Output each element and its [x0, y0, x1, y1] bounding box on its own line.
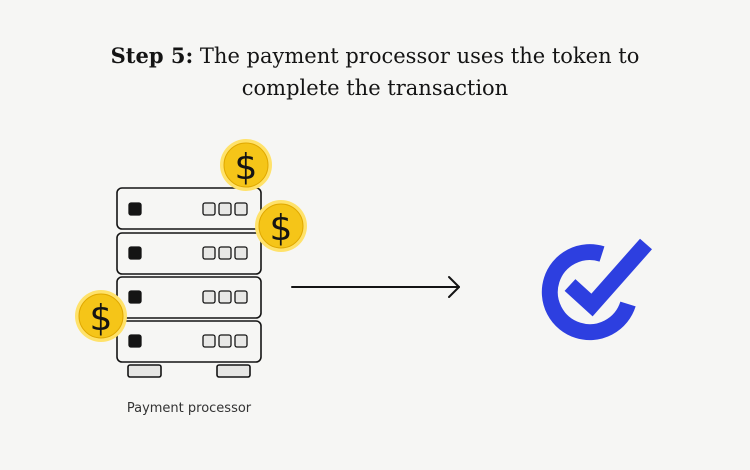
- title-line-2: complete the transaction: [241, 76, 509, 100]
- server-slot: [234, 334, 248, 348]
- diagram-title: Step 5: The payment processor uses the t…: [0, 40, 750, 104]
- server-rack-icon: [116, 187, 262, 378]
- server-unit: [116, 320, 262, 363]
- coin-symbol: $: [90, 298, 113, 339]
- server-unit: [116, 232, 262, 275]
- server-slot: [202, 202, 216, 216]
- checkmark-icon: [541, 238, 652, 341]
- server-slot: [202, 290, 216, 304]
- server-slot: [234, 290, 248, 304]
- server-slot: [202, 334, 216, 348]
- server-led: [128, 202, 142, 216]
- coin-symbol: $: [235, 147, 258, 188]
- server-slot: [218, 290, 232, 304]
- title-line-1: Step 5: The payment processor uses the t…: [0, 40, 750, 72]
- server-slot: [234, 246, 248, 260]
- step-label: Step 5:: [110, 43, 194, 68]
- server-foot-left: [127, 364, 162, 378]
- server-foot-right: [216, 364, 251, 378]
- title-text-1: The payment processor uses the token to: [199, 44, 640, 68]
- arrow-right-icon: [291, 276, 460, 298]
- server-led: [128, 334, 142, 348]
- dollar-coin-icon: $: [220, 139, 272, 191]
- dollar-coin-icon: $: [75, 290, 127, 342]
- server-led: [128, 290, 142, 304]
- server-caption: Payment processor: [126, 401, 252, 416]
- dollar-coin-icon: $: [255, 200, 307, 252]
- server-slot: [218, 334, 232, 348]
- server-slot: [218, 202, 232, 216]
- server-unit: [116, 187, 262, 230]
- server-slot: [202, 246, 216, 260]
- server-slot: [234, 202, 248, 216]
- server-unit-details: [128, 202, 248, 348]
- server-led: [128, 246, 142, 260]
- server-slot: [218, 246, 232, 260]
- coin-symbol: $: [270, 208, 293, 249]
